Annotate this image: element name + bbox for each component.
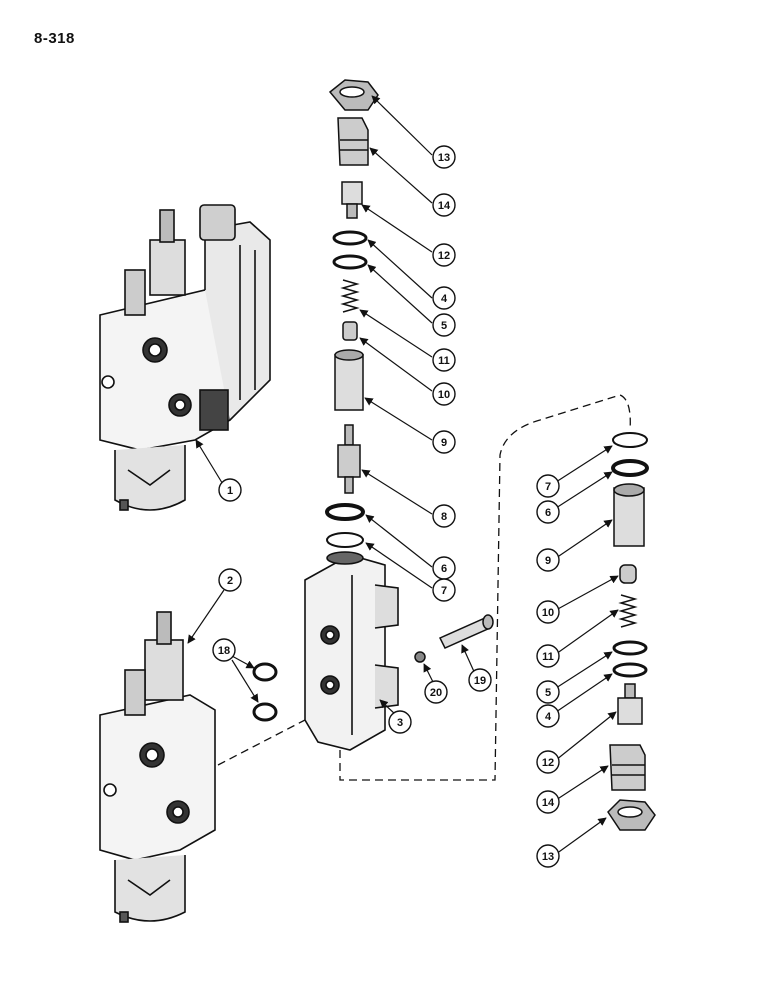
assembly-dashed-lines [217,394,631,781]
svg-text:5: 5 [545,687,551,699]
callout-1: 1 [218,478,242,502]
upper-part-stack [325,79,379,548]
svg-text:10: 10 [438,389,450,401]
svg-text:12: 12 [438,250,450,262]
svg-text:19: 19 [474,675,486,687]
callout-10-right: 10 [536,600,560,624]
callout-14-top: 14 [432,193,456,217]
svg-text:20: 20 [430,687,442,699]
callout-13-top: 13 [432,145,456,169]
svg-text:3: 3 [397,717,403,729]
svg-text:9: 9 [545,555,551,567]
callout-5-top: 5 [432,313,456,337]
leader-lines [187,95,619,855]
callout-4-right: 4 [536,704,560,728]
svg-text:2: 2 [227,575,233,587]
svg-text:13: 13 [438,152,450,164]
callout-14-right: 14 [536,790,560,814]
callout-11-right: 11 [536,644,560,668]
svg-text:5: 5 [441,320,447,332]
svg-text:1: 1 [227,485,233,497]
svg-text:11: 11 [438,355,450,367]
svg-text:7: 7 [545,481,551,493]
control-valve-assembly-bottom [99,611,216,923]
callout-3: 3 [388,710,412,734]
svg-text:4: 4 [441,293,448,305]
callout-19: 19 [468,668,492,692]
svg-text:6: 6 [545,507,551,519]
svg-text:6: 6 [441,563,447,575]
valve-section-block [304,551,399,751]
svg-text:12: 12 [542,757,554,769]
callout-6-top: 6 [432,556,456,580]
callout-18: 18 [212,638,236,662]
svg-text:10: 10 [542,607,554,619]
callout-7-right: 7 [536,474,560,498]
page-number: 8-318 [34,30,75,47]
callout-12-right: 12 [536,750,560,774]
callout-4-top: 4 [432,286,456,310]
callout-12-top: 12 [432,243,456,267]
callout-6-right: 6 [536,500,560,524]
svg-text:4: 4 [545,711,552,723]
callouts: 13 14 12 4 5 11 10 9 8 6 7 1 2 18 3 20 1… [212,145,560,868]
svg-text:18: 18 [218,645,230,657]
control-valve-assembly-top [99,204,271,511]
callout-13-right: 13 [536,844,560,868]
small-parts [252,614,494,722]
callout-11-top: 11 [432,348,456,372]
svg-text:8: 8 [441,511,447,523]
callout-9-right: 9 [536,548,560,572]
svg-text:14: 14 [542,797,555,809]
right-part-stack [607,432,656,831]
callout-5-right: 5 [536,680,560,704]
svg-text:9: 9 [441,437,447,449]
callout-10-top: 10 [432,382,456,406]
svg-text:7: 7 [441,585,447,597]
callout-20: 20 [424,680,448,704]
callout-2: 2 [218,568,242,592]
callout-7-top: 7 [432,578,456,602]
callout-9-top: 9 [432,430,456,454]
callout-8: 8 [432,504,456,528]
svg-text:11: 11 [542,651,554,663]
svg-text:13: 13 [542,851,554,863]
svg-text:14: 14 [438,200,451,212]
